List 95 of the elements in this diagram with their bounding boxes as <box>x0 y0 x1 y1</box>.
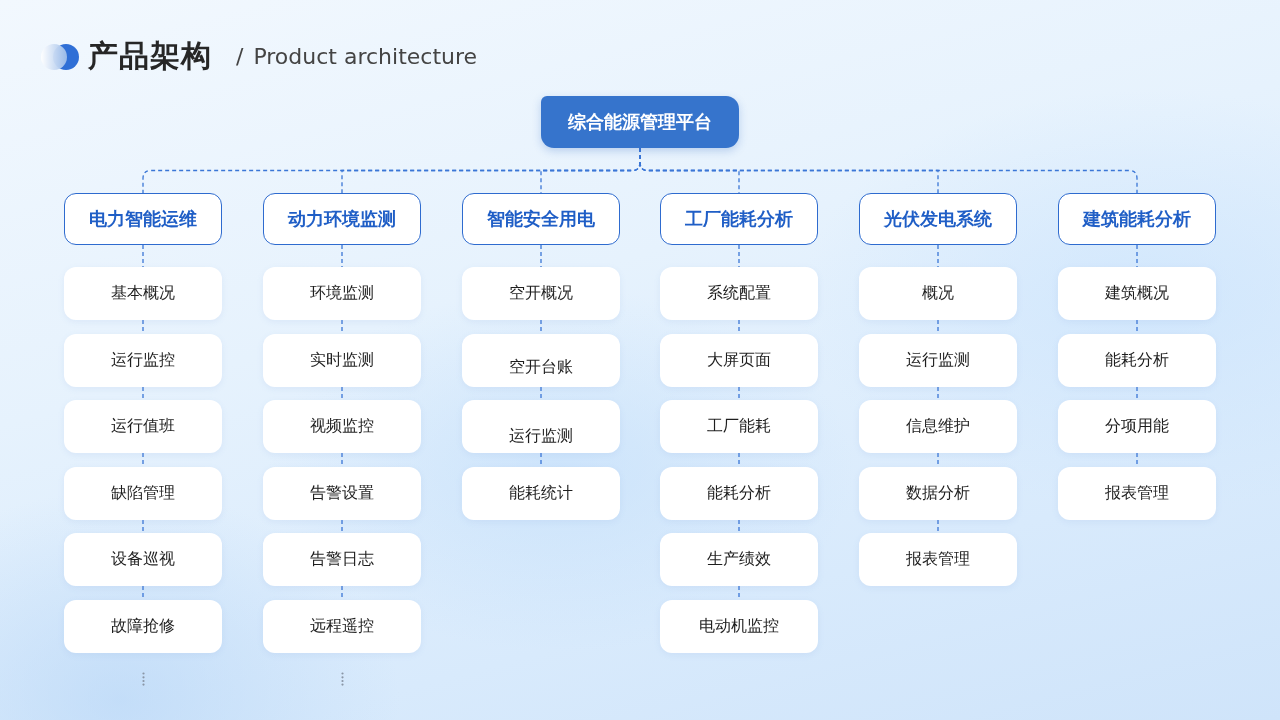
module-box <box>263 400 421 453</box>
module-box <box>859 467 1017 520</box>
module-label: 故障抢修 <box>111 616 175 637</box>
module-label: 能耗统计 <box>509 483 573 504</box>
module-box <box>263 533 421 586</box>
module-box <box>263 267 421 320</box>
module-box <box>64 267 222 320</box>
module-label: 缺陷管理 <box>111 483 175 504</box>
connector-line <box>937 519 939 534</box>
module-label: 建筑概况 <box>1105 283 1169 304</box>
module-label: 工厂能耗 <box>707 416 771 437</box>
separator-slash: / <box>236 44 244 69</box>
connector-line <box>341 386 343 401</box>
module-label: 能耗分析 <box>707 483 771 504</box>
module-label: 实时监测 <box>310 350 374 371</box>
category-title: 动力环境监测 <box>288 207 396 231</box>
connector-line <box>738 519 740 534</box>
module-box <box>859 267 1017 320</box>
module-box <box>462 400 620 453</box>
module-label: 电动机监控 <box>699 616 779 637</box>
module-label: 能耗分析 <box>1105 350 1169 371</box>
module-label: 告警日志 <box>310 549 374 570</box>
connector-line <box>738 386 740 401</box>
module-label: 报表管理 <box>906 549 970 570</box>
module-box <box>660 600 818 653</box>
module-label: 基本概况 <box>111 283 175 304</box>
connector-line <box>142 386 144 401</box>
connector-line <box>937 244 939 268</box>
module-box <box>660 267 818 320</box>
subtitle: Product architecture <box>253 44 478 69</box>
module-label: 远程遥控 <box>310 616 374 637</box>
module-box <box>263 600 421 653</box>
module-label: 告警设置 <box>310 483 374 504</box>
module-box <box>64 600 222 653</box>
module-label: 运行监测 <box>509 426 573 447</box>
module-box <box>263 334 421 387</box>
module-label: 报表管理 <box>1105 483 1169 504</box>
module-label: 信息维护 <box>906 416 970 437</box>
connector-line <box>937 386 939 401</box>
category-title: 建筑能耗分析 <box>1083 207 1191 231</box>
connector-line <box>341 244 343 268</box>
module-box <box>462 334 620 387</box>
connector-line <box>738 244 740 268</box>
category-box <box>660 193 818 245</box>
connector-line <box>1136 386 1138 401</box>
module-box <box>1058 467 1216 520</box>
module-label: 空开概况 <box>509 283 573 304</box>
module-box <box>64 334 222 387</box>
module-label: 运行监测 <box>906 350 970 371</box>
module-label: 数据分析 <box>906 483 970 504</box>
module-box <box>462 467 620 520</box>
category-box <box>263 193 421 245</box>
module-label: 概况 <box>922 283 954 304</box>
category-title: 电力智能运维 <box>89 207 197 231</box>
category-title: 光伏发电系统 <box>884 207 992 231</box>
module-label: 视频监控 <box>310 416 374 437</box>
module-box <box>859 334 1017 387</box>
module-box <box>462 267 620 320</box>
category-box <box>1058 193 1216 245</box>
category-box <box>64 193 222 245</box>
module-box <box>660 533 818 586</box>
connector-line <box>341 519 343 534</box>
connector-line <box>540 244 542 268</box>
category-box <box>462 193 620 245</box>
connector-line <box>142 244 144 268</box>
module-label: 分项用能 <box>1105 416 1169 437</box>
module-box <box>660 467 818 520</box>
module-label: 大屏页面 <box>707 350 771 371</box>
module-label: 运行值班 <box>111 416 175 437</box>
module-label: 环境监测 <box>310 283 374 304</box>
module-label: 空开台账 <box>509 357 573 378</box>
module-box <box>1058 400 1216 453</box>
module-box <box>660 400 818 453</box>
module-label: 运行监控 <box>111 350 175 371</box>
platform-title: 综合能源管理平台 <box>568 110 712 134</box>
connector-line <box>1136 244 1138 268</box>
module-label: 生产绩效 <box>707 549 771 570</box>
category-box <box>859 193 1017 245</box>
module-box <box>859 533 1017 586</box>
module-box <box>64 533 222 586</box>
module-label: 设备巡视 <box>111 549 175 570</box>
connector-line <box>142 519 144 534</box>
module-box <box>660 334 818 387</box>
category-title: 智能安全用电 <box>487 207 595 231</box>
category-title: 工厂能耗分析 <box>685 207 793 231</box>
module-box <box>859 400 1017 453</box>
module-label: 系统配置 <box>707 283 771 304</box>
module-box <box>1058 334 1216 387</box>
module-box <box>263 467 421 520</box>
platform-box <box>541 96 739 148</box>
module-box <box>64 400 222 453</box>
module-box <box>1058 267 1216 320</box>
connector-line <box>540 386 542 401</box>
module-box <box>64 467 222 520</box>
page-title: 产品架构 <box>88 37 212 75</box>
